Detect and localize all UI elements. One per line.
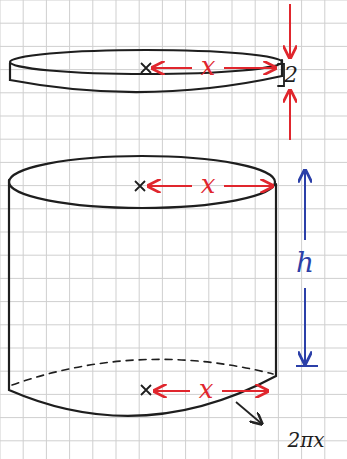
grid-line xyxy=(92,0,93,459)
hidden-base-edge xyxy=(12,359,273,385)
thickness-arrow xyxy=(289,90,291,140)
grid-line xyxy=(0,92,347,93)
grid-line xyxy=(0,394,347,395)
grid-line xyxy=(23,0,24,459)
grid-line xyxy=(139,0,140,459)
radius-label: x xyxy=(201,53,216,79)
thickness-label: 2 xyxy=(284,64,298,86)
grid-line xyxy=(0,348,347,349)
cylinder-outline xyxy=(9,50,284,416)
radius-arrow xyxy=(222,390,268,392)
radius-label: x xyxy=(199,376,214,402)
grid-line xyxy=(0,324,347,325)
grid-line xyxy=(0,23,347,24)
height-arrow xyxy=(304,170,306,240)
centre-mark xyxy=(141,385,151,395)
lid-side xyxy=(10,60,282,92)
radius-arrow xyxy=(152,67,192,69)
grid-line xyxy=(0,278,347,279)
grid-line xyxy=(301,0,302,459)
height-arrows xyxy=(296,170,318,366)
radius-arrow xyxy=(224,67,276,69)
grid-line xyxy=(69,0,70,459)
centre-mark xyxy=(141,63,151,73)
circumference-pointer xyxy=(236,402,262,424)
height-label: h xyxy=(296,249,314,277)
radius-arrow xyxy=(148,185,192,187)
circumference-label: 2πx xyxy=(287,430,324,450)
grid-line xyxy=(324,0,325,459)
lid-top-ellipse xyxy=(10,50,282,74)
height-tick xyxy=(296,365,318,367)
radius-label: x xyxy=(201,171,216,197)
grid-line xyxy=(0,208,347,209)
body-top-ellipse xyxy=(9,156,275,208)
grid-line xyxy=(46,0,47,459)
grid-line xyxy=(0,46,347,47)
body-side xyxy=(9,180,276,416)
radius-arrows xyxy=(148,4,290,391)
radius-arrow xyxy=(154,390,190,392)
grid-line xyxy=(0,185,347,186)
grid-line xyxy=(0,0,1,459)
grid-line xyxy=(0,255,347,256)
thickness-arrow xyxy=(289,4,291,58)
grid-line xyxy=(0,417,347,418)
height-arrow xyxy=(304,288,306,364)
grid-line xyxy=(0,232,347,233)
grid-line xyxy=(278,0,279,459)
radius-arrow xyxy=(224,185,273,187)
grid-line xyxy=(0,116,347,117)
centre-mark xyxy=(135,181,145,191)
centre-marks xyxy=(135,63,151,395)
grid-line xyxy=(0,139,347,140)
grid-line xyxy=(0,0,347,1)
grid-line xyxy=(0,371,347,372)
grid-line xyxy=(0,301,347,302)
grid-line xyxy=(116,0,117,459)
thickness-bracket xyxy=(278,64,284,86)
